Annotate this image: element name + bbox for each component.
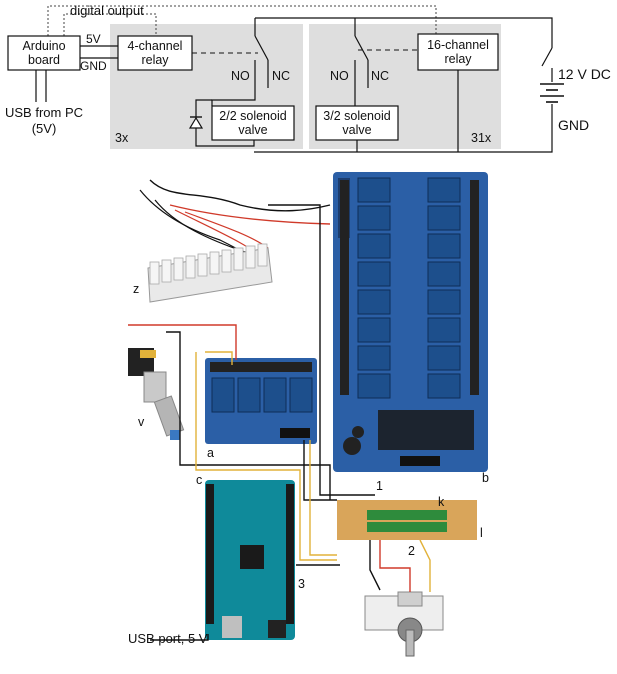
toggle-switch bbox=[364, 591, 444, 657]
capacitor-icon bbox=[343, 437, 361, 455]
wiring bbox=[128, 204, 431, 641]
relay-16ch-box bbox=[417, 33, 499, 71]
arduino-board-label-2: board bbox=[28, 53, 60, 67]
relay-4ch-label-1: 4-channel bbox=[128, 39, 183, 53]
mult-31x-label: 31x bbox=[471, 131, 492, 145]
bus-positive bbox=[255, 17, 553, 48]
no-label-4ch: NO bbox=[231, 69, 250, 83]
relay-4ch-box bbox=[117, 35, 193, 71]
mult-3x-label: 3x bbox=[115, 131, 129, 145]
relay-board-16ch bbox=[333, 172, 488, 472]
schematic: digital output Arduino board 5V GND USB … bbox=[5, 3, 611, 153]
valve-22-box bbox=[211, 105, 295, 141]
usb-from-pc-label: USB from PC bbox=[5, 105, 83, 120]
no-label-16ch: NO bbox=[330, 69, 349, 83]
diode-wire bbox=[195, 99, 255, 147]
valve-manifold bbox=[139, 179, 331, 303]
supply-12v-label: 12 V DC bbox=[558, 66, 611, 82]
relay-board-4ch bbox=[205, 358, 317, 444]
nc-label-4ch: NC bbox=[272, 69, 290, 83]
label-z: z bbox=[133, 282, 139, 296]
pin-gnd-label: GND bbox=[80, 59, 107, 73]
valve-32-label-1: 3/2 solenoid bbox=[323, 109, 390, 123]
proto-board bbox=[337, 500, 477, 540]
digital-output-line bbox=[47, 5, 437, 36]
usb-5v-label: (5V) bbox=[32, 121, 57, 136]
wire-4ch-to-valve bbox=[211, 88, 256, 106]
switch-16ch-blade bbox=[354, 35, 369, 61]
arduino-board-box bbox=[7, 35, 81, 71]
switch-4ch-blade bbox=[254, 35, 269, 61]
label-b: b bbox=[482, 471, 489, 485]
digital-output-line-2 bbox=[63, 13, 157, 36]
relay-16ch-label-2: relay bbox=[444, 52, 472, 66]
pin-5v-label: 5V bbox=[86, 32, 101, 46]
label-a: a bbox=[207, 446, 214, 460]
valve-22-label-1: 2/2 solenoid bbox=[219, 109, 286, 123]
relay-16ch-terminals bbox=[340, 180, 479, 395]
arduino-mega bbox=[205, 480, 295, 640]
hardware-photo: z v a b c k l 1 2 3 USB port, 5 V bbox=[128, 172, 489, 657]
relay-4ch-label-2: relay bbox=[141, 53, 169, 67]
relay-16ch-chips bbox=[378, 410, 474, 450]
label-3: 3 bbox=[298, 577, 305, 591]
nc-label-16ch: NC bbox=[371, 69, 389, 83]
supply-gnd-label: GND bbox=[558, 117, 589, 133]
single-solenoid-valve bbox=[128, 348, 185, 440]
label-k: k bbox=[438, 495, 445, 509]
label-2: 2 bbox=[408, 544, 415, 558]
relay-16ch-modules bbox=[357, 177, 461, 399]
digital-output-label: digital output bbox=[70, 3, 144, 18]
relay-16ch-label-1: 16-channel bbox=[427, 38, 489, 52]
diode-icon bbox=[188, 116, 204, 129]
label-v: v bbox=[138, 415, 145, 429]
label-c: c bbox=[196, 473, 202, 487]
valve-22-label-2: valve bbox=[238, 123, 267, 137]
valve-32-label-2: valve bbox=[342, 123, 371, 137]
valve-32-box bbox=[315, 105, 399, 141]
usb-port-label: USB port, 5 V bbox=[128, 631, 208, 646]
supply-switch-blade bbox=[541, 47, 553, 67]
label-1: 1 bbox=[376, 479, 383, 493]
label-l: l bbox=[480, 526, 483, 540]
arduino-board-label-1: Arduino bbox=[22, 39, 65, 53]
bus-ground bbox=[254, 104, 553, 153]
